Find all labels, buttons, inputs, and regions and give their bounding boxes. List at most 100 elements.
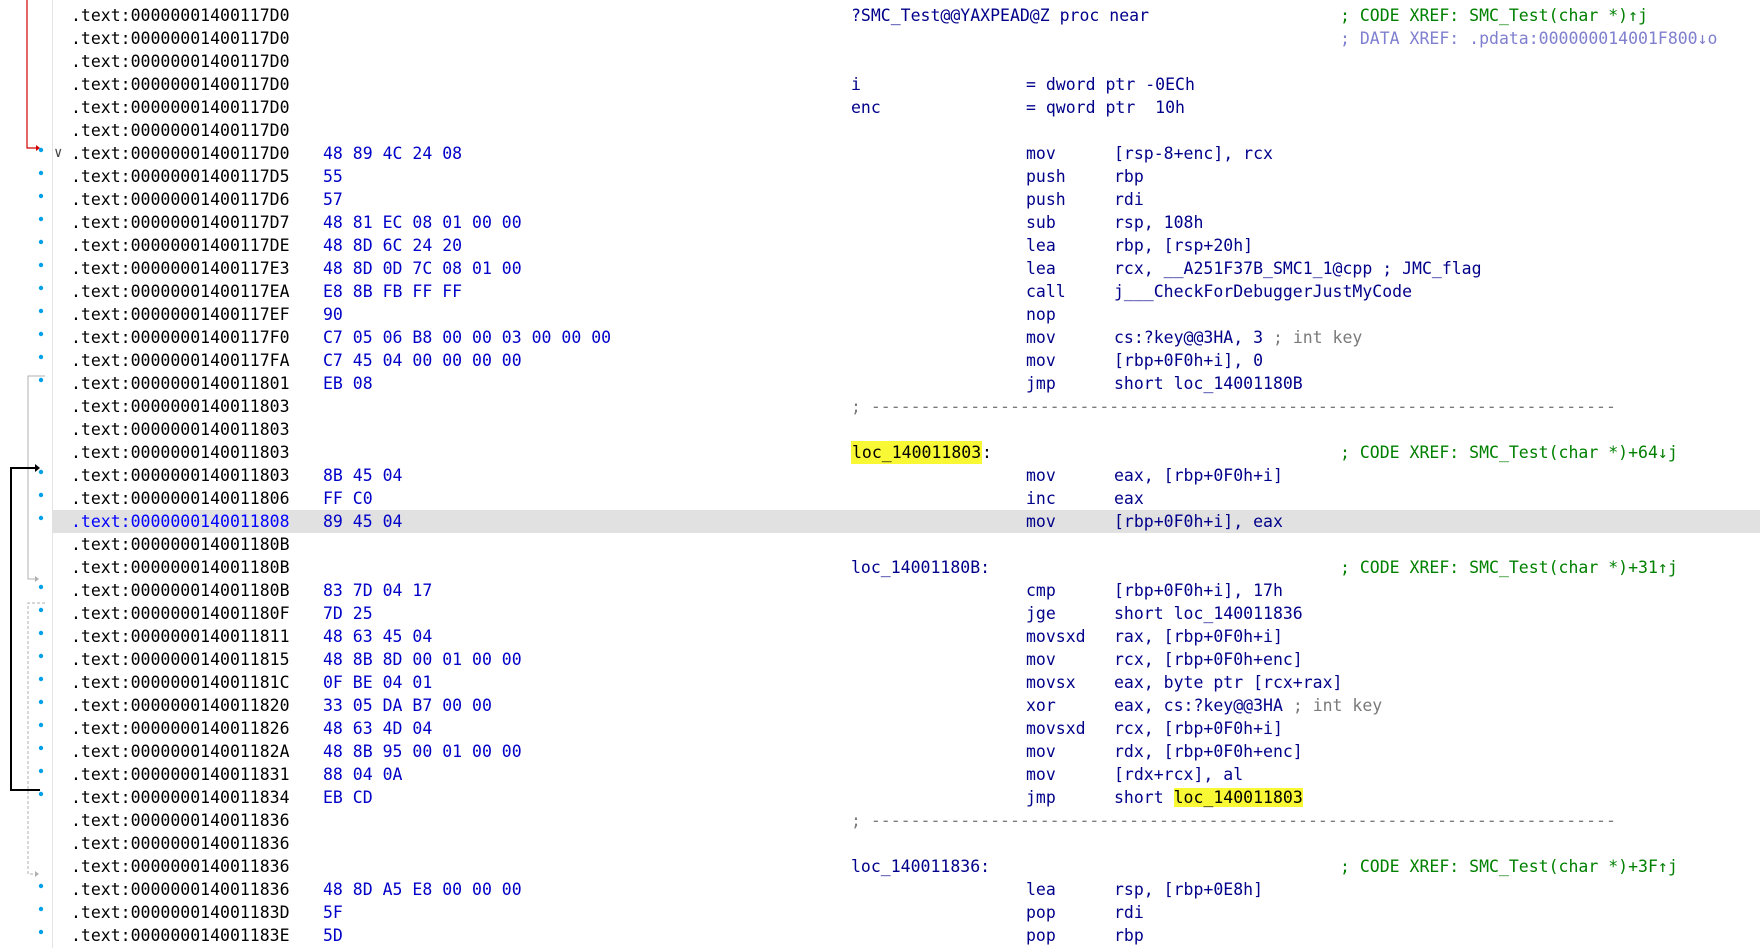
operands[interactable]: rcx, __A251F37B_SMC1_1@cpp ; JMC_flag: [1114, 257, 1482, 280]
address[interactable]: .text:000000014001182A: [71, 742, 290, 761]
address[interactable]: .text:0000000140011803: [71, 466, 290, 485]
operands[interactable]: rdi: [1114, 188, 1144, 211]
operand-text[interactable]: eax, [rbp+0F0h+i]: [1114, 466, 1283, 485]
breakpoint-dot[interactable]: [38, 653, 44, 659]
address[interactable]: .text:00000001400117D0: [71, 98, 290, 117]
breakpoint-dot[interactable]: [38, 791, 44, 797]
operands[interactable]: short loc_14001180B: [1114, 372, 1303, 395]
address[interactable]: .text:000000014001180B: [71, 558, 290, 577]
operands[interactable]: eax, cs:?key@@3HA ; int key: [1114, 694, 1382, 717]
address[interactable]: .text:00000001400117D7: [71, 213, 290, 232]
address[interactable]: .text:0000000140011803: [71, 397, 290, 416]
operands[interactable]: rcx, [rbp+0F0h+enc]: [1114, 648, 1303, 671]
xref-comment[interactable]: ; CODE XREF: SMC_Test(char *)+31↑j: [1340, 558, 1678, 577]
operand-text[interactable]: rcx, [rbp+0F0h+enc]: [1114, 650, 1303, 669]
breakpoint-dot[interactable]: [38, 515, 44, 521]
listing-row[interactable]: .text:0000000140011836: [52, 832, 1760, 855]
operands[interactable]: eax, [rbp+0F0h+i]: [1114, 464, 1283, 487]
stack-var-name[interactable]: enc: [851, 98, 881, 117]
address[interactable]: .text:0000000140011836: [71, 880, 290, 899]
operand-text[interactable]: rsp, [rbp+0E8h]: [1114, 880, 1264, 899]
address[interactable]: .text:00000001400117EF: [71, 305, 290, 324]
operand-text[interactable]: cs:?key@@3HA, 3: [1114, 328, 1264, 347]
operands[interactable]: [rdx+rcx], al: [1114, 763, 1243, 786]
operands[interactable]: cs:?key@@3HA, 3 ; int key: [1114, 326, 1362, 349]
breakpoint-dot[interactable]: [38, 492, 44, 498]
xref-comment[interactable]: ; CODE XREF: SMC_Test(char *)↑j: [1340, 6, 1648, 25]
operands[interactable]: rax, [rbp+0F0h+i]: [1114, 625, 1283, 648]
code-label[interactable]: loc_140011836:: [851, 857, 991, 876]
operand-text[interactable]: rbp, [rsp+20h]: [1114, 236, 1254, 255]
address[interactable]: .text:00000001400117D0: [71, 6, 290, 25]
listing-row[interactable]: .text:000000014001180B: [52, 533, 1760, 556]
operands[interactable]: rbp, [rsp+20h]: [1114, 234, 1253, 257]
operand-text[interactable]: eax, cs:?key@@3HA: [1114, 696, 1283, 715]
address[interactable]: .text:00000001400117E3: [71, 259, 290, 278]
breakpoint-dot[interactable]: [38, 768, 44, 774]
operands[interactable]: rsp, [rbp+0E8h]: [1114, 878, 1263, 901]
breakpoint-dot[interactable]: [38, 354, 44, 360]
operand-text[interactable]: [rdx+rcx], al: [1114, 765, 1244, 784]
listing-row[interactable]: .text:000000014001180B loc_14001180B: ; CO…: [52, 556, 1760, 579]
breakpoint-dot[interactable]: [38, 285, 44, 291]
address[interactable]: .text:00000001400117D0: [71, 144, 290, 163]
operand-text[interactable]: eax, byte ptr [rcx+rax]: [1114, 673, 1343, 692]
address[interactable]: .text:00000001400117D0: [71, 29, 290, 48]
data-xref-comment[interactable]: ; DATA XREF: .pdata:000000014001F800↓o: [1340, 29, 1718, 48]
address[interactable]: .text:000000014001183E: [71, 926, 290, 945]
operands[interactable]: j___CheckForDebuggerJustMyCode: [1114, 280, 1412, 303]
address[interactable]: .text:00000001400117D6: [71, 190, 290, 209]
listing-row[interactable]: .text:0000000140011836; ----------------…: [52, 809, 1760, 832]
breakpoint-dot[interactable]: [38, 929, 44, 935]
fold-chevron-icon[interactable]: ∨: [54, 145, 63, 161]
address[interactable]: .text:00000001400117D5: [71, 167, 290, 186]
breakpoint-dot[interactable]: [38, 331, 44, 337]
address[interactable]: .text:0000000140011820: [71, 696, 290, 715]
listing-row[interactable]: .text:00000001400117D0 ; DATA XREF: .pdat…: [52, 27, 1760, 50]
address[interactable]: .text:0000000140011836: [71, 834, 290, 853]
code-label[interactable]: loc_14001180B:: [851, 558, 991, 577]
operand-text[interactable]: j___CheckForDebuggerJustMyCode: [1114, 282, 1413, 301]
xref-comment[interactable]: ; CODE XREF: SMC_Test(char *)+3F↑j: [1340, 857, 1678, 876]
address[interactable]: .text:0000000140011811: [71, 627, 290, 646]
address[interactable]: .text:0000000140011815: [71, 650, 290, 669]
operand-text[interactable]: rcx, __A251F37B_SMC1_1@cpp ; JMC_flag: [1114, 259, 1482, 278]
operand-text[interactable]: rax, [rbp+0F0h+i]: [1114, 627, 1283, 646]
breakpoint-dot[interactable]: [38, 147, 44, 153]
listing-row[interactable]: .text:00000001400117D0?SMC_Test@@YAXPEAD…: [52, 4, 1760, 27]
address[interactable]: .text:000000014001183D: [71, 903, 290, 922]
operands[interactable]: eax, byte ptr [rcx+rax]: [1114, 671, 1342, 694]
breakpoint-dot[interactable]: [38, 308, 44, 314]
breakpoint-dot[interactable]: [38, 216, 44, 222]
address[interactable]: .text:000000014001180B: [71, 535, 290, 554]
operand-text[interactable]: rsp, 108h: [1114, 213, 1204, 232]
address[interactable]: .text:00000001400117F0: [71, 328, 290, 347]
address[interactable]: .text:0000000140011801: [71, 374, 290, 393]
address[interactable]: .text:00000001400117D0: [71, 121, 290, 140]
address[interactable]: .text:0000000140011834: [71, 788, 290, 807]
breakpoint-dot[interactable]: [38, 722, 44, 728]
address[interactable]: .text:000000014001180F: [71, 604, 290, 623]
